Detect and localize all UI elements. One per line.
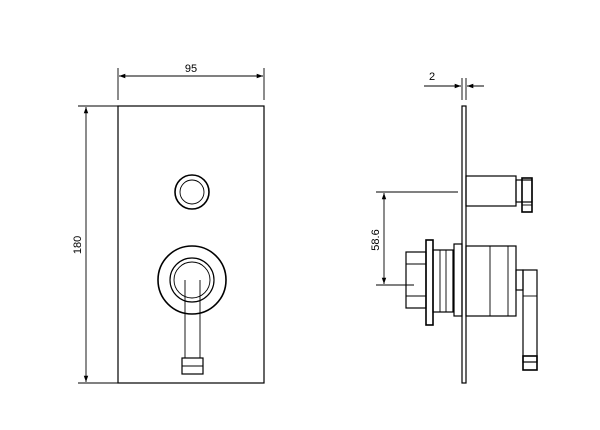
width-dimension: 95 <box>117 63 265 100</box>
side-view: 2 58.6 <box>370 71 538 384</box>
mixer-lever <box>157 245 227 375</box>
plate-profile <box>461 105 467 384</box>
thickness-dimension: 2 <box>424 71 484 100</box>
diverter-button-profile <box>465 175 533 213</box>
offset-dimension-label: 58.6 <box>370 229 382 250</box>
diverter-button <box>174 174 210 210</box>
lever-profile <box>515 269 538 371</box>
height-dimension-label: 180 <box>72 236 84 254</box>
thickness-dimension-label: 2 <box>429 71 435 83</box>
mixer-body-profile <box>465 245 517 317</box>
width-dimension-label: 95 <box>185 63 197 75</box>
height-dimension: 180 <box>72 105 118 384</box>
offset-dimension: 58.6 <box>370 191 458 286</box>
concealed-body <box>405 239 463 326</box>
cover-plate <box>117 105 265 384</box>
front-view: 95 180 <box>72 63 265 384</box>
